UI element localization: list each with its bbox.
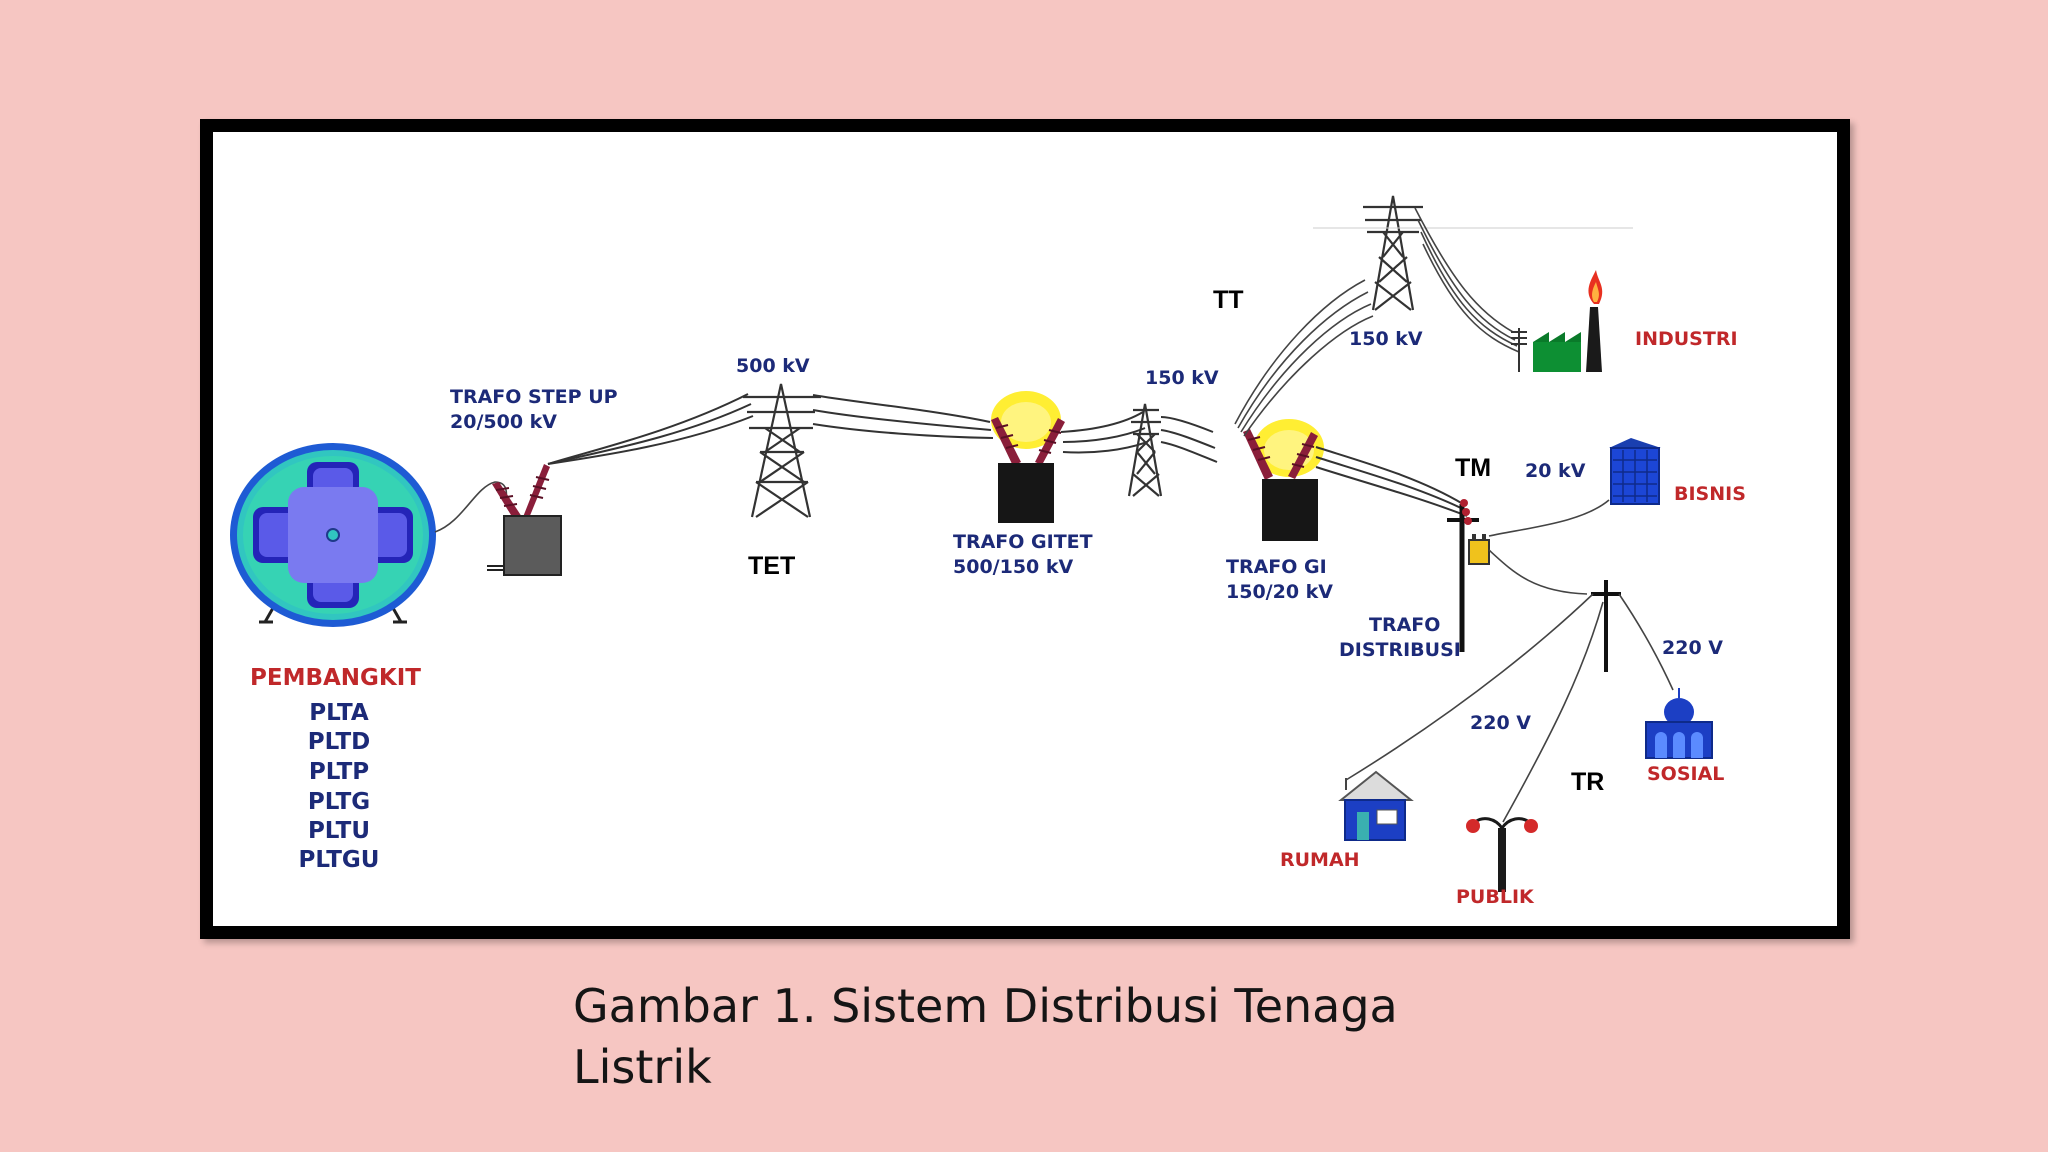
voltage-220v-right-label: 220 V xyxy=(1662,637,1723,659)
trafo-gi-rating: 150/20 kV xyxy=(1226,581,1333,603)
plant-type: PLTGU xyxy=(299,847,380,873)
gitet-transformer-icon xyxy=(991,391,1065,523)
tt-tower-icon xyxy=(1363,195,1423,311)
caption-line-1: Gambar 1. Sistem Distribusi Tenaga xyxy=(573,979,1398,1033)
plant-type: PLTA xyxy=(309,700,369,726)
generator-icon xyxy=(230,443,436,627)
plant-type: PLTU xyxy=(308,818,370,844)
tm-label: TM xyxy=(1455,454,1491,482)
pembangkit-label: PEMBANGKIT xyxy=(250,665,421,691)
rumah-label: RUMAH xyxy=(1280,849,1360,871)
voltage-150kv-mid-label: 150 kV xyxy=(1145,367,1219,389)
industry-pole-icon xyxy=(1511,328,1527,372)
trafo-step-up-label: TRAFO STEP UP xyxy=(450,386,618,408)
tower-150kv-icon xyxy=(1127,403,1163,497)
business-building-icon xyxy=(1609,438,1661,505)
industri-label: INDUSTRI xyxy=(1635,328,1738,350)
diagram-frame: TRAFO STEP UP 20/500 kV 500 kV TET TRAFO… xyxy=(200,119,1850,939)
distribution-transformer-icon xyxy=(1468,534,1490,565)
plant-list: PLTA PLTD PLTP PLTG PLTU PLTGU xyxy=(299,700,380,873)
caption-line-2: Listrik xyxy=(573,1040,712,1094)
publik-label: PUBLIK xyxy=(1456,886,1535,908)
generator-wire xyxy=(434,481,508,533)
trafo-gitet-rating: 500/150 kV xyxy=(953,556,1074,578)
tr-pole-icon xyxy=(1591,580,1621,672)
trafo-step-up-rating: 20/500 kV xyxy=(450,411,557,433)
voltage-500kv-label: 500 kV xyxy=(736,355,810,377)
trafo-distribusi-label: TRAFO xyxy=(1369,614,1440,636)
step-up-transformer-icon xyxy=(487,464,562,576)
trafo-gi-label: TRAFO GI xyxy=(1226,556,1327,578)
plant-type: PLTD xyxy=(308,729,371,755)
tm-pole-icon xyxy=(1447,499,1479,652)
figure-caption: Gambar 1. Sistem Distribusi Tenaga Listr… xyxy=(573,976,1433,1098)
street-lamp-icon xyxy=(1466,817,1538,892)
bisnis-label: BISNIS xyxy=(1674,483,1746,505)
diagram-canvas: TRAFO STEP UP 20/500 kV 500 kV TET TRAFO… xyxy=(213,132,1837,926)
power-distribution-diagram: TRAFO STEP UP 20/500 kV 500 kV TET TRAFO… xyxy=(230,195,1746,908)
tt-label: TT xyxy=(1213,286,1244,314)
tr-label: TR xyxy=(1571,768,1604,796)
plant-type: PLTP xyxy=(309,759,369,785)
sosial-label: SOSIAL xyxy=(1647,763,1724,785)
trafo-distribusi-label-2: DISTRIBUSI xyxy=(1339,639,1461,661)
tet-tower-icon xyxy=(743,383,821,518)
mosque-icon xyxy=(1645,688,1713,759)
gi-transformer-icon xyxy=(1243,419,1324,541)
trafo-gitet-label: TRAFO GITET xyxy=(953,531,1093,553)
plant-type: PLTG xyxy=(308,789,370,815)
factory-icon xyxy=(1533,270,1603,372)
voltage-150kv-top-label: 150 kV xyxy=(1349,328,1423,350)
voltage-20kv-label: 20 kV xyxy=(1525,460,1586,482)
house-icon xyxy=(1338,770,1414,841)
voltage-220v-mid-label: 220 V xyxy=(1470,712,1531,734)
tet-label: TET xyxy=(748,552,795,580)
